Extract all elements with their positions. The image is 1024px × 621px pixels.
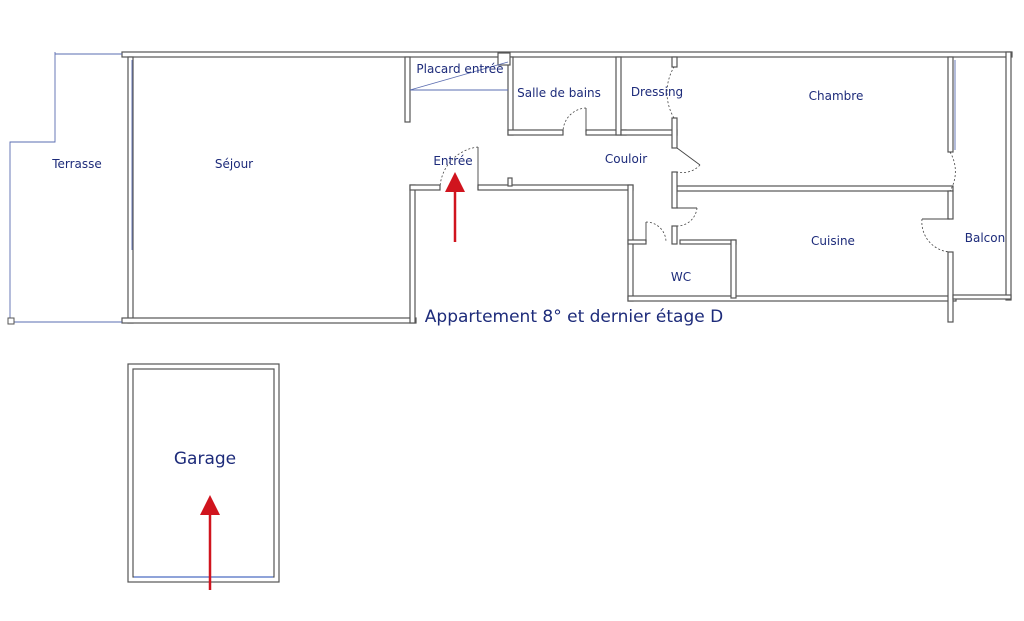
wall-dressing-chambre-top — [671, 56, 678, 68]
wall-sdb-left — [507, 56, 514, 136]
wall-sejour-right — [409, 184, 416, 324]
wall-balcon-right — [1005, 51, 1012, 301]
label-salle-de-bains: Salle de bains — [517, 86, 601, 100]
label-dressing: Dressing — [631, 85, 683, 99]
balcon-door-swing — [921, 218, 951, 253]
label-chambre: Chambre — [809, 89, 864, 103]
terrasse-outline — [9, 52, 122, 323]
wall-bottom-right — [627, 295, 957, 302]
terrasse-corner-post — [7, 317, 15, 325]
wall-right-chambre — [947, 56, 954, 153]
wall-balcon-bottom — [952, 294, 1012, 300]
entree-door-swing — [439, 146, 479, 188]
wall-stub-couloir — [507, 177, 513, 187]
chambre-door-swing — [676, 164, 701, 173]
doors — [439, 66, 956, 253]
label-placard-entree: Placard entrée — [416, 62, 503, 76]
wall-entry-left — [409, 184, 441, 191]
room-labels: Terrasse Séjour Placard entrée Entrée Sa… — [51, 62, 1005, 284]
cuisine-door-swing — [676, 207, 698, 227]
label-terrasse: Terrasse — [51, 157, 102, 171]
garage-label: Garage — [174, 449, 236, 469]
wall-couloir-right — [671, 171, 678, 209]
label-cuisine: Cuisine — [811, 234, 855, 248]
label-wc: WC — [671, 270, 691, 284]
garage: Garage — [127, 363, 280, 590]
wall-dressing-chambre — [671, 117, 678, 149]
chambre-door — [676, 147, 701, 166]
wall-wc-right — [730, 239, 737, 299]
thin-lines — [7, 52, 956, 325]
wall-wc-top — [679, 239, 737, 245]
label-couloir: Couloir — [605, 152, 647, 166]
wall-right-cuisine-lower — [947, 251, 954, 323]
wall-top — [121, 51, 1013, 58]
dressing-door-swing — [666, 66, 675, 119]
garage-inner-wall — [132, 368, 275, 578]
label-balcon: Balcon — [965, 231, 1005, 245]
wall-placard — [404, 56, 411, 123]
sdb-door-swing — [562, 107, 587, 133]
label-sejour: Séjour — [215, 157, 253, 171]
wall-entry-bottom — [477, 184, 634, 191]
wall-dressing-bottom — [620, 129, 678, 136]
wc-door-swing — [645, 221, 667, 243]
apartment-walls — [121, 51, 1013, 324]
wall-right-cuisine — [947, 190, 954, 220]
wall-couloir-right-lower — [671, 225, 678, 245]
wall-chambre-bottom — [676, 185, 954, 192]
wall-wc-top-left — [627, 239, 647, 245]
label-entree: Entrée — [433, 154, 472, 168]
plan-caption: Appartement 8° et dernier étage D — [425, 307, 723, 327]
chambre-window-swing — [949, 151, 956, 192]
wall-sdb-dressing — [615, 56, 622, 136]
placard-diagonal — [409, 61, 509, 91]
wall-sdb-bottom-left — [507, 129, 564, 136]
wall-sejour-bottom — [121, 317, 417, 324]
